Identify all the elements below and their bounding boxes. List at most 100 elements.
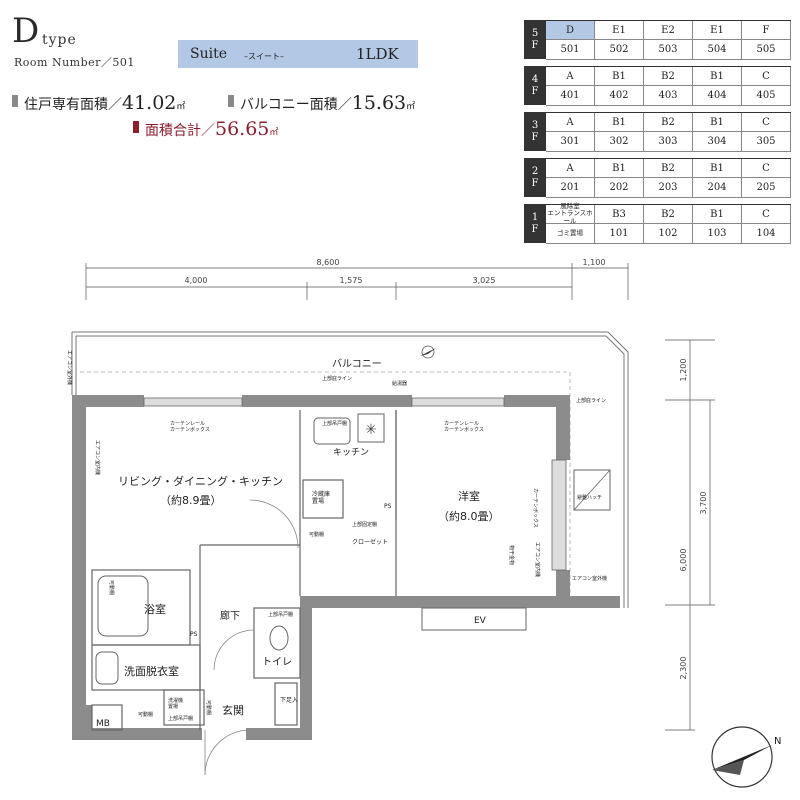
north-arrow-icon: N: [711, 726, 781, 788]
bathtub: [97, 575, 149, 637]
suite-subtitle: –スイート–: [244, 52, 284, 61]
dim-right-2: 3,700: [699, 492, 708, 515]
room-number-cell: ゴミ置場: [546, 224, 595, 244]
unit-type-cell: E1: [595, 21, 644, 40]
floor-suffix: F: [531, 131, 539, 143]
ps-kitchen-label: PS: [384, 503, 392, 510]
water-heater-label: 給湯器: [392, 380, 407, 387]
kitchen-upper-cabinet-label: 上部吊戸棚: [322, 420, 347, 427]
ps-bath-label: PS: [190, 631, 198, 638]
balcony-area: バルコニー面積／15.63㎡: [240, 92, 415, 114]
room-number-cell: 502: [595, 40, 644, 60]
room-number-cell: 301: [546, 132, 595, 152]
unit-type-cell: C: [742, 67, 791, 86]
ldk-size-label: （約8.9畳）: [160, 493, 222, 507]
washbasin: [95, 651, 119, 685]
unit-type-cell: B1: [693, 159, 742, 178]
western-room-label: 洋室: [458, 489, 480, 503]
corridor-label: 廊下: [220, 609, 240, 622]
washer-label: 洗濯機置場: [168, 697, 183, 710]
bath-shelf-label: 可動棚: [108, 580, 115, 595]
room-number-cell: 402: [595, 86, 644, 106]
windows: [143, 397, 567, 571]
western-size-label: （約8.0畳）: [438, 509, 500, 523]
bullet-square-icon: [12, 95, 18, 107]
unit-type-cell: C: [742, 159, 791, 178]
unit-type-cell: B2: [644, 159, 693, 178]
unit-type-cell: A: [546, 67, 595, 86]
private-area: 住戸専有面積／41.02㎡: [24, 92, 185, 114]
balcony-outline: [71, 331, 629, 608]
room-number-cell: 104: [742, 224, 791, 244]
unit-type-cell: 風除室 エントランスホール: [546, 203, 595, 224]
floor-number: 2: [531, 166, 539, 177]
floor-suffix: F: [531, 85, 539, 97]
unit-type-cell: D: [546, 21, 595, 40]
room-number-cell: 505: [742, 40, 791, 60]
room-number-cell: 101: [595, 224, 644, 244]
private-area-label: 住戸専有面積／: [24, 97, 122, 113]
room-number-cell: 201: [546, 178, 595, 198]
bullet-square-icon: [228, 95, 234, 107]
unit-type-cell: E1: [693, 21, 742, 40]
floor-suffix: F: [531, 223, 539, 235]
unit-type-cell: F: [742, 21, 791, 40]
unit-type-cell: C: [742, 113, 791, 132]
ev-box: [421, 607, 527, 631]
room-number-cell: 103: [693, 224, 742, 244]
toilet-shelf-label: 上部吊戸棚: [268, 611, 293, 618]
unit-type-cell: E2: [644, 21, 693, 40]
dimension-lines: [85, 263, 715, 731]
room-number-cell: 303: [644, 132, 693, 152]
kitchen-shelf-label: 可動棚: [309, 531, 324, 538]
curtain-right-label: カーテンレールカーテンボックス: [444, 421, 484, 433]
unit-type-cell: B2: [644, 205, 693, 224]
room-number-cell: 204: [693, 178, 742, 198]
mb-label: MB: [96, 719, 110, 729]
unit-type-cell: B1: [693, 113, 742, 132]
bath-label: 浴室: [144, 602, 166, 616]
type-letter: D: [12, 11, 40, 51]
unit-type-cell: B1: [595, 67, 644, 86]
total-area: 面積合計／56.65㎡: [145, 118, 278, 140]
floor-number: 5: [531, 28, 539, 39]
room-number-cell: 405: [742, 86, 791, 106]
layout-type: 1LDK: [356, 45, 399, 63]
svg-text:N: N: [774, 736, 781, 747]
unit-type-cell: B1: [595, 159, 644, 178]
room-number-cell: 403: [644, 86, 693, 106]
entrance-shelf-label: 可動棚: [205, 700, 212, 715]
small-north-icon: [420, 345, 436, 359]
escape-hatch: [573, 469, 611, 511]
dim-top-total: 8,600: [317, 258, 340, 267]
ac-outdoor-right-label: エアコン室外機: [572, 575, 607, 582]
dim-right-4: 2,300: [679, 657, 688, 680]
floor-suffix: F: [531, 177, 539, 189]
room-number-cell: 404: [693, 86, 742, 106]
dim-right-3: 6,000: [679, 549, 688, 572]
room-number-cell: 102: [644, 224, 693, 244]
toilet-label: トイレ: [262, 657, 292, 668]
upper-fixed-shelf-label: 上部固定棚: [352, 521, 377, 528]
suite-name: Suite: [190, 46, 227, 62]
clothes-hanger-label: 物干金物: [508, 545, 515, 565]
ac-indoor-label: エアコン室内機: [94, 440, 101, 475]
floor-number: 4: [531, 74, 539, 85]
private-area-value: 41.02: [122, 92, 177, 114]
entrance-label: 玄関: [222, 703, 244, 717]
room-number-cell: 401: [546, 86, 595, 106]
room-number-cell: 302: [595, 132, 644, 152]
balcony-area-label: バルコニー面積／: [240, 97, 352, 113]
ac-indoor-right-label: エアコン室内機: [534, 542, 541, 577]
